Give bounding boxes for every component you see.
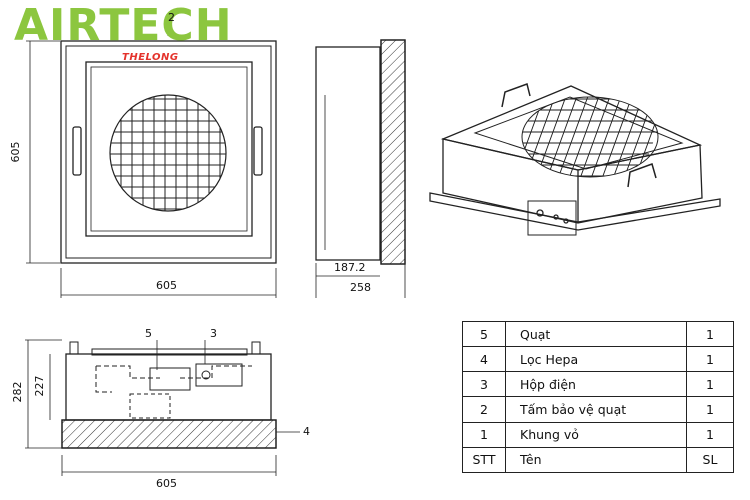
callout-4: 4 [303, 425, 310, 438]
iso-top [440, 85, 703, 171]
section-hepa-filter [61, 419, 277, 449]
logo-brand: AIRTECH [14, 0, 233, 51]
bom-qty: 1 [686, 320, 734, 348]
iso-handle-left [501, 83, 531, 108]
airtech-logo: AIRTECH THELONG [14, 2, 232, 72]
side-body [315, 46, 381, 261]
bom-stt: 1 [462, 421, 506, 448]
bom-header-row: STT Tên SL [462, 446, 734, 474]
bom-row: 1 Khung vỏ 1 [462, 421, 734, 448]
front-outer-frame [60, 40, 277, 264]
section-total-height-dim: 282 [11, 381, 24, 403]
iso-control-panel [527, 200, 577, 236]
bom-header-stt: STT [462, 446, 506, 474]
bom-stt: 5 [462, 320, 506, 348]
front-inner-frame [85, 61, 253, 237]
bom-row: 5 Quạt 1 [462, 320, 734, 348]
bom-header-qty: SL [686, 446, 734, 474]
bom-name: Tấm bảo vệ quạt [505, 396, 687, 423]
callout-3: 3 [210, 327, 217, 340]
section-view [25, 339, 300, 476]
bom-qty: 1 [686, 371, 734, 398]
section-body-height-dim: 227 [33, 375, 46, 397]
bom-qty: 1 [686, 346, 734, 373]
bom-row: 4 Lọc Hepa 1 [462, 346, 734, 373]
section-electrical-box [195, 363, 243, 387]
bom-name: Quạt [505, 320, 687, 348]
section-width-dim: 605 [156, 477, 177, 490]
fan-guard-grid [110, 95, 226, 211]
callout-2: 2 [168, 11, 175, 24]
side-inner-dim: 187.2 [334, 261, 366, 274]
bom-qty: 1 [686, 421, 734, 448]
bom-name: Lọc Hepa [505, 346, 687, 373]
bom-stt: 2 [462, 396, 506, 423]
callout-5: 5 [145, 327, 152, 340]
front-width-dim: 605 [156, 279, 177, 292]
bom-row: 3 Hộp điện 1 [462, 371, 734, 398]
bom-stt: 3 [462, 371, 506, 398]
front-left-handle [72, 126, 82, 176]
bom-stt: 4 [462, 346, 506, 373]
front-height-dim: 605 [9, 141, 22, 163]
front-dimensions [26, 40, 277, 298]
iso-base-flange [429, 192, 721, 231]
front-right-handle [253, 126, 263, 176]
bom-name: Hộp điện [505, 371, 687, 398]
logo-sub: THELONG [122, 52, 179, 63]
section-fan [129, 393, 171, 419]
front-view [60, 20, 277, 264]
isometric-view [429, 83, 721, 236]
bom-qty: 1 [686, 396, 734, 423]
bom-header-name: Tên [505, 446, 687, 474]
side-depth-dim: 258 [350, 281, 371, 294]
bom-name: Khung vỏ [505, 421, 687, 448]
iso-fan-guard-grid [522, 97, 658, 177]
section-housing [65, 353, 272, 421]
side-view [315, 39, 406, 298]
side-hatched-filter [380, 39, 406, 265]
iso-handle-right [627, 163, 657, 188]
bom-row: 2 Tấm bảo vệ quạt 1 [462, 396, 734, 423]
bom-table: 5 Quạt 1 4 Lọc Hepa 1 3 Hộp điện 1 2 Tấm… [462, 320, 734, 474]
